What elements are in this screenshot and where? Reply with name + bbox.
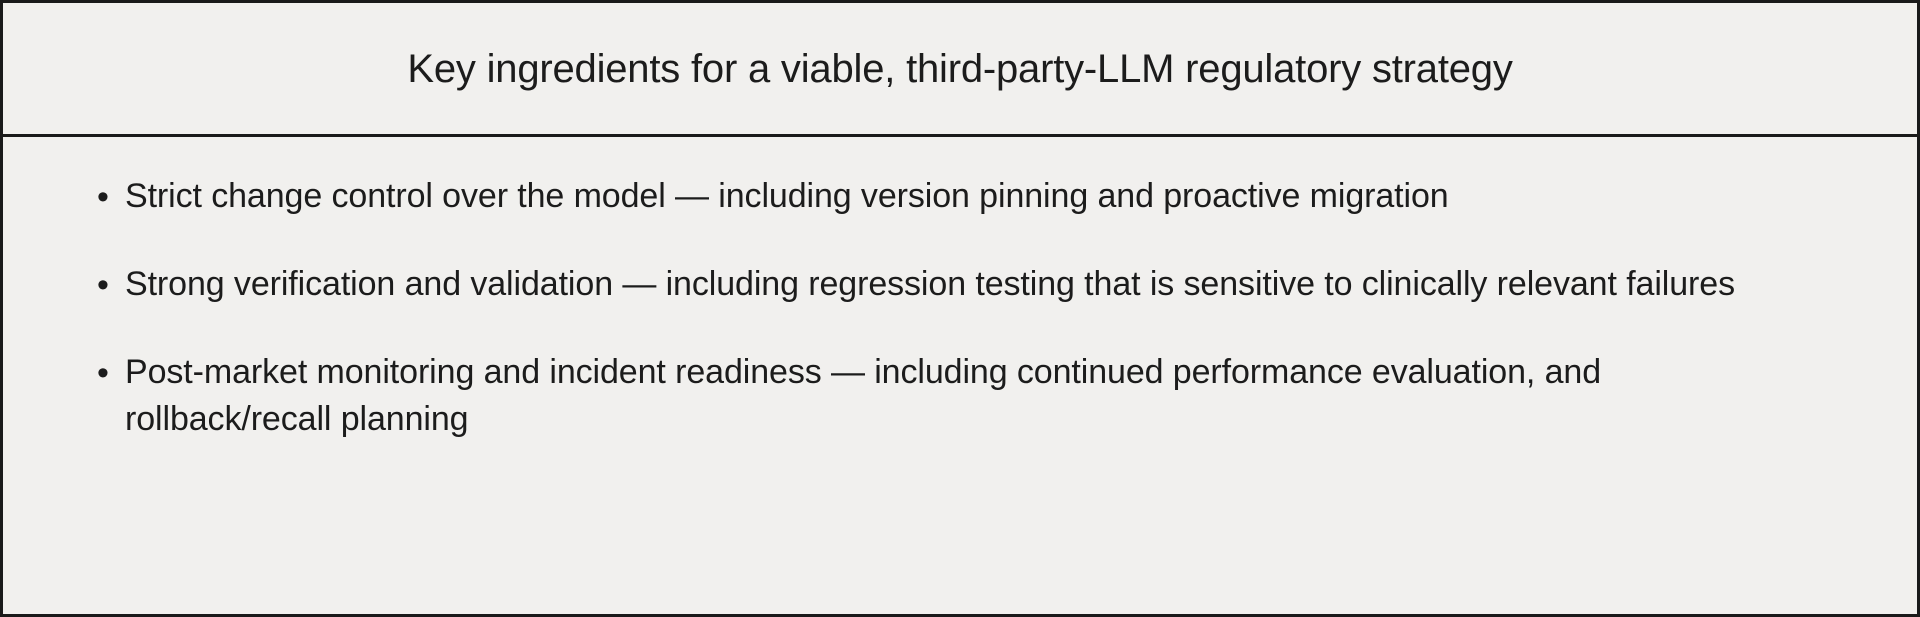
slide-title-band: Key ingredients for a viable, third-part…	[3, 3, 1917, 137]
list-item: • Strict change control over the model —…	[83, 173, 1837, 221]
bullet-text: Strong verification and validation — inc…	[125, 265, 1735, 303]
bullet-point-icon: •	[97, 266, 109, 304]
list-item: • Strong verification and validation — i…	[83, 261, 1837, 309]
bullet-list: • Strict change control over the model —…	[83, 173, 1837, 443]
slide-body: • Strict change control over the model —…	[3, 137, 1917, 614]
page-title: Key ingredients for a viable, third-part…	[407, 46, 1513, 91]
bullet-point-icon: •	[97, 178, 109, 216]
bullet-point-icon: •	[97, 354, 109, 392]
bullet-text: Post-market monitoring and incident read…	[125, 353, 1602, 438]
list-item: • Post-market monitoring and incident re…	[83, 349, 1837, 443]
bullet-text: Strict change control over the model — i…	[125, 177, 1449, 215]
